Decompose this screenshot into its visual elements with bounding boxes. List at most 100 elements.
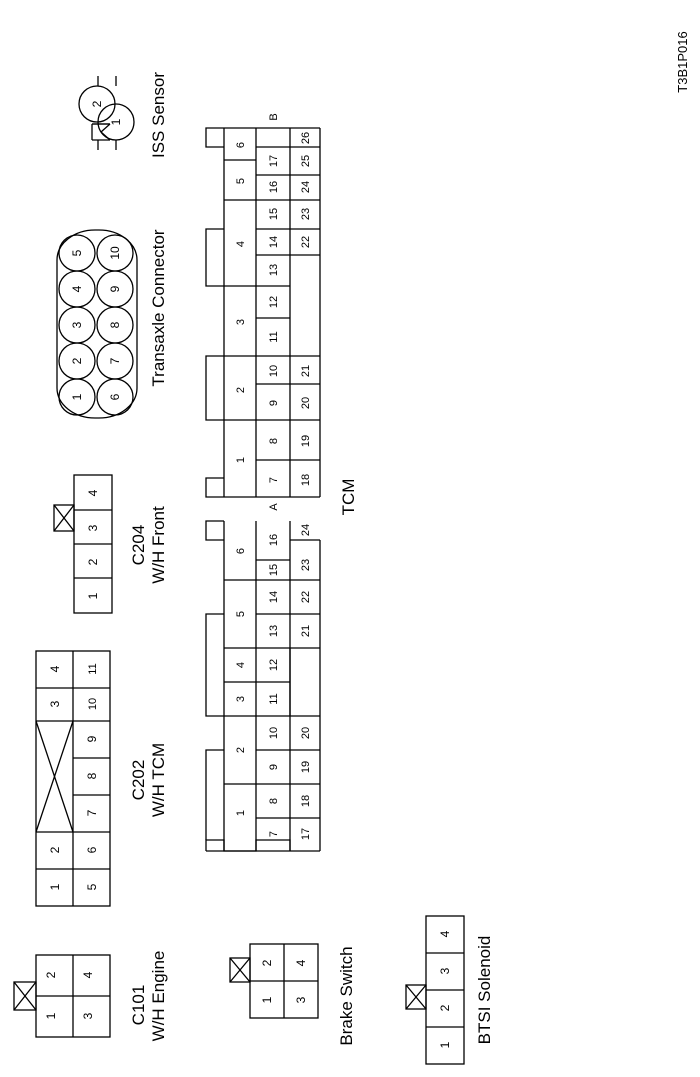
- tcm-a-pin: 12: [268, 659, 280, 671]
- c202-pin: 4: [48, 665, 62, 672]
- c204-pin: 2: [86, 558, 100, 565]
- transaxle-pin: 9: [108, 285, 122, 292]
- brake-switch-pin: 2: [260, 959, 274, 966]
- transaxle-label: Transaxle Connector: [149, 229, 168, 387]
- btsi-pin: 3: [438, 967, 452, 974]
- tcm-a-pin: 7: [268, 831, 280, 837]
- c101-pin: 1: [44, 1012, 58, 1019]
- tcm-a-pin: 14: [268, 591, 280, 603]
- tcm-b-pin: 7: [268, 477, 280, 483]
- tcm-a-side-label: A: [268, 503, 280, 511]
- c202-pin: 1: [48, 883, 62, 890]
- tcm-a-pin: 24: [300, 524, 312, 536]
- tcm-b-pin: 17: [268, 155, 280, 167]
- tcm-connector-b: [205, 127, 321, 498]
- c202-name-label: C202: [129, 760, 148, 801]
- tcm-b-pin: 15: [268, 208, 280, 220]
- c202-pin: 3: [48, 700, 62, 707]
- tcm-a-pin: 13: [268, 625, 280, 637]
- c202-pin: 8: [85, 772, 99, 779]
- tcm-a-pin: 10: [268, 727, 280, 739]
- tcm-a-pin: 9: [268, 764, 280, 770]
- btsi-pin: 4: [438, 930, 452, 937]
- c204-pin: 1: [86, 592, 100, 599]
- transaxle-pin: 7: [108, 357, 122, 364]
- tcm-b-group-label: 2: [235, 387, 247, 393]
- c204-connector: [53, 474, 113, 614]
- transaxle-pin: 10: [108, 246, 122, 260]
- transaxle-pin: 2: [70, 357, 84, 364]
- tcm-a-pin: 21: [300, 625, 312, 637]
- c202-pin: 5: [85, 883, 99, 890]
- btsi-connector: [405, 915, 465, 1065]
- tcm-a-group-label: 4: [235, 662, 247, 668]
- tcm-label: TCM: [339, 479, 358, 516]
- tcm-b-pin: 11: [268, 331, 280, 342]
- tcm-a-pin: 16: [268, 534, 280, 546]
- tcm-b-pin: 13: [268, 264, 280, 276]
- tcm-b-pin: 21: [300, 365, 312, 377]
- tcm-b-pin: 23: [300, 208, 312, 220]
- tcm-a-pin: 17: [300, 828, 312, 840]
- tcm-a-group-label: 1: [235, 810, 247, 816]
- c101-pin: 3: [81, 1012, 95, 1019]
- tcm-b-group-label: 1: [235, 457, 247, 463]
- transaxle-pin: 5: [70, 249, 84, 256]
- tcm-b-pin: 20: [300, 397, 312, 409]
- c202-pin: 9: [85, 735, 99, 742]
- c204-desc-label: W/H Front: [149, 506, 168, 584]
- c202-pin: 6: [85, 846, 99, 853]
- tcm-connector-a: [205, 520, 321, 852]
- transaxle-pin: 4: [70, 285, 84, 292]
- tcm-a-group-label: 2: [235, 747, 247, 753]
- tcm-a-pin: 18: [300, 795, 312, 807]
- tcm-b-pin: 24: [300, 181, 312, 193]
- tcm-b-side-label: B: [268, 113, 280, 120]
- c204-name-label: C204: [129, 525, 148, 566]
- transaxle-connector: [56, 229, 138, 419]
- tcm-b-pin: 12: [268, 296, 280, 308]
- tcm-a-pin: 15: [268, 564, 280, 576]
- transaxle-pin: 8: [108, 321, 122, 328]
- figure-code: T3B1P016: [675, 31, 690, 92]
- tcm-b-pin: 18: [300, 474, 312, 486]
- tcm-a-pin: 19: [300, 761, 312, 773]
- tcm-b-group-label: 4: [235, 241, 247, 247]
- tcm-b-pin: 25: [300, 155, 312, 167]
- btsi-pin: 2: [438, 1004, 452, 1011]
- transaxle-pin: 1: [70, 393, 84, 400]
- c202-pin: 11: [87, 663, 99, 674]
- c204-pin: 3: [86, 524, 100, 531]
- tcm-a-pin: 20: [300, 727, 312, 739]
- tcm-b-pin: 22: [300, 236, 312, 248]
- tcm-a-pin: 11: [268, 693, 280, 704]
- btsi-label: BTSI Solenoid: [475, 936, 494, 1045]
- c202-pin: 7: [85, 809, 99, 816]
- tcm-b-pin: 19: [300, 435, 312, 447]
- c202-connector: [35, 650, 111, 907]
- tcm-a-group-label: 3: [235, 696, 247, 702]
- brake-switch-pin: 3: [294, 996, 308, 1003]
- iss-sensor-connector: [78, 76, 135, 150]
- tcm-a-pin: 22: [300, 591, 312, 603]
- tcm-b-pin: 9: [268, 400, 280, 406]
- btsi-pin: 1: [438, 1041, 452, 1048]
- c101-name-label: C101: [129, 985, 148, 1026]
- tcm-b-pin: 16: [268, 181, 280, 193]
- iss-pin: 2: [90, 100, 104, 107]
- transaxle-pin: 3: [70, 321, 84, 328]
- brake-switch-label: Brake Switch: [337, 946, 356, 1045]
- c101-desc-label: W/H Engine: [149, 951, 168, 1042]
- c202-pin: 10: [87, 698, 99, 710]
- transaxle-pin: 6: [108, 393, 122, 400]
- tcm-b-pin: 10: [268, 365, 280, 377]
- tcm-b-pin: 8: [268, 438, 280, 444]
- brake-switch-pin: 1: [260, 996, 274, 1003]
- tcm-b-pin: 26: [300, 132, 312, 144]
- tcm-a-pin: 8: [268, 798, 280, 804]
- tcm-b-group-label: 6: [235, 142, 247, 148]
- tcm-b-pin: 14: [268, 236, 280, 248]
- tcm-a-pin: 23: [300, 559, 312, 571]
- c101-pin: 4: [81, 971, 95, 978]
